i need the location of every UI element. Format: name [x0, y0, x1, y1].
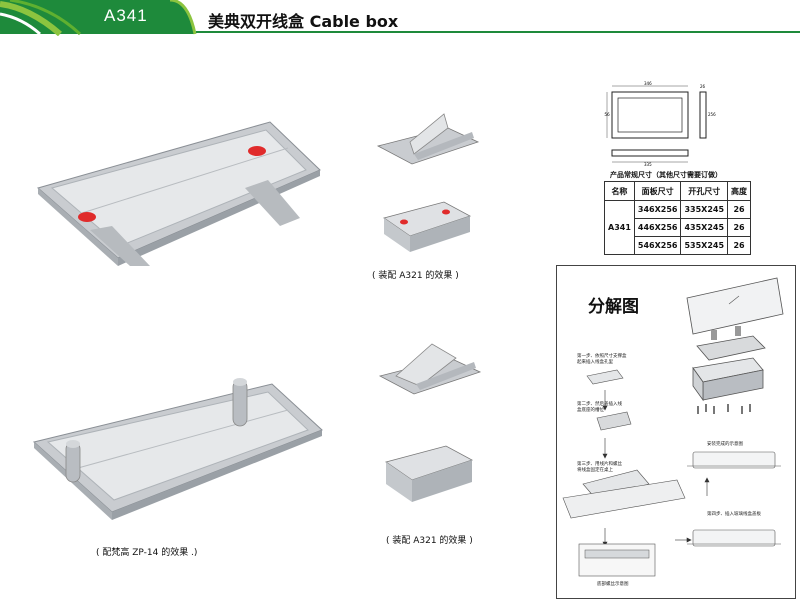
step-4-text: 第四步、插入玻璃线盒盖板	[707, 512, 761, 517]
cell-hole: 335X245	[680, 200, 729, 219]
cell-height: 26	[727, 236, 752, 255]
technical-drawing: 346 256 256 26 335	[604, 81, 716, 166]
dim-bottom: 335	[644, 162, 652, 166]
small-box-closed-2	[385, 445, 474, 502]
page-header: A341 美典双开线盒 Cable box	[0, 0, 800, 36]
install-complete-note: 安装完成的示意图	[707, 442, 743, 447]
cell-hole: 435X245	[680, 218, 729, 237]
red-button-top	[248, 146, 266, 156]
red-button-bottom	[78, 212, 96, 222]
caption-zp14: ( 配梵高 ZP-14 的效果 .)	[96, 548, 198, 558]
small-box-open-2	[378, 343, 482, 395]
model-number: A341	[104, 6, 148, 25]
header-banner-graphic	[0, 0, 197, 36]
small-box-open-1	[376, 113, 480, 165]
spec-table: 名称 面板尺寸 开孔尺寸 高度 A341 346X256 335X245 26 …	[604, 181, 752, 255]
caption-assembly-a321-1: ( 装配 A321 的效果 )	[372, 271, 459, 281]
cable-box-zp14-illustration	[32, 378, 323, 520]
th-height: 高度	[727, 181, 752, 201]
cell-panel: 346X256	[633, 200, 682, 219]
page-title: 美典双开线盒 Cable box	[208, 12, 399, 31]
dim-right: 256	[708, 112, 716, 117]
th-panel: 面板尺寸	[633, 181, 682, 201]
step-2-text: 第二步、然后盖插入线 盒底座的槽位	[577, 402, 622, 413]
bottom-screw-note: 底部螺丝示意图	[597, 582, 629, 587]
cable-box-closed-illustration	[36, 121, 321, 266]
exploded-diagram	[562, 277, 784, 577]
table-header-row: 名称 面板尺寸 开孔尺寸 高度	[604, 181, 752, 201]
step-1-text: 第一步、依照尺寸支撑盒 起来插入线盒孔里	[577, 354, 627, 365]
caption-assembly-a321-2: ( 装配 A321 的效果 )	[386, 536, 473, 546]
cell-height: 26	[727, 200, 752, 219]
dim-top: 346	[644, 81, 652, 86]
exploded-title: 分解图	[588, 297, 639, 317]
dim-left: 256	[604, 112, 610, 117]
spec-title: 产品常规尺寸（其他尺寸需要订做）	[610, 171, 722, 179]
small-box-closed-1	[383, 201, 472, 252]
cell-model: A341	[604, 200, 635, 255]
cell-hole: 535X245	[680, 236, 729, 255]
dim-depth: 26	[700, 84, 706, 89]
cell-height: 26	[727, 218, 752, 237]
cell-panel: 546X256	[633, 236, 682, 255]
table-row: A341 346X256 335X245 26	[604, 200, 752, 255]
th-name: 名称	[604, 181, 635, 201]
step-3-text: 第三步、用线片和螺丝 将线盒固定在桌上	[577, 462, 622, 473]
table-row: 546X256 535X245 26	[605, 236, 752, 255]
header-rule	[196, 31, 800, 33]
cell-panel: 446X256	[633, 218, 682, 237]
exploded-view-panel: 分解图	[556, 265, 796, 599]
th-hole: 开孔尺寸	[680, 181, 729, 201]
